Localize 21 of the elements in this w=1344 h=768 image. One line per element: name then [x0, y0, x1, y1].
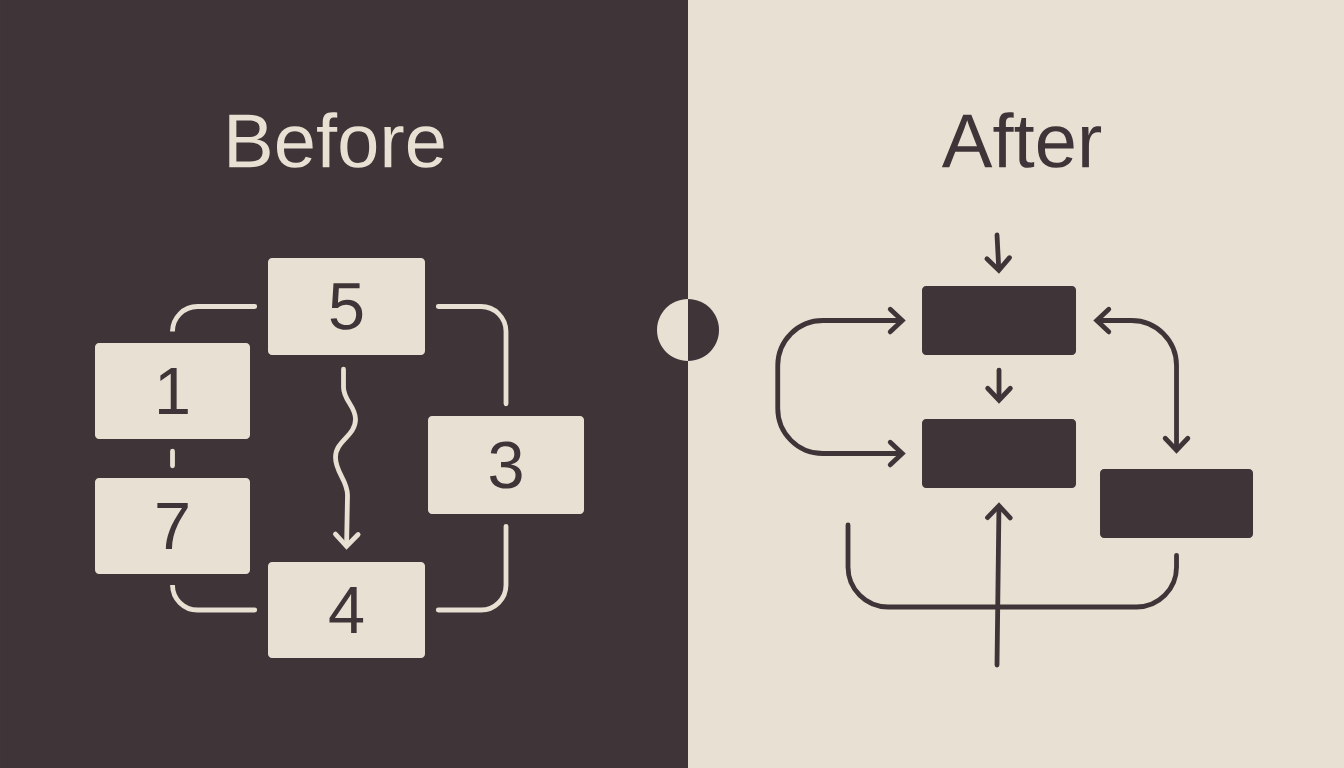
number-box: 4 — [268, 562, 425, 658]
process-box — [1100, 469, 1253, 538]
arrow — [985, 367, 1013, 404]
connector-line — [170, 582, 258, 613]
arrow — [775, 306, 906, 468]
panel-heading: Before — [229, 112, 444, 168]
connector-line — [845, 522, 1179, 610]
number-box: 5 — [268, 258, 425, 355]
arrow — [333, 366, 361, 550]
number-box: 7 — [95, 478, 250, 574]
connector-line — [435, 304, 509, 407]
arrow — [984, 232, 1012, 274]
connector-line — [170, 448, 175, 469]
arrow — [985, 502, 1013, 668]
panel-heading: After — [941, 112, 1101, 168]
connector-line — [435, 523, 509, 613]
process-box — [922, 419, 1076, 488]
arrow — [1093, 306, 1191, 454]
process-box — [922, 286, 1076, 355]
number-box: 1 — [95, 343, 250, 439]
number-box: 3 — [428, 416, 584, 514]
